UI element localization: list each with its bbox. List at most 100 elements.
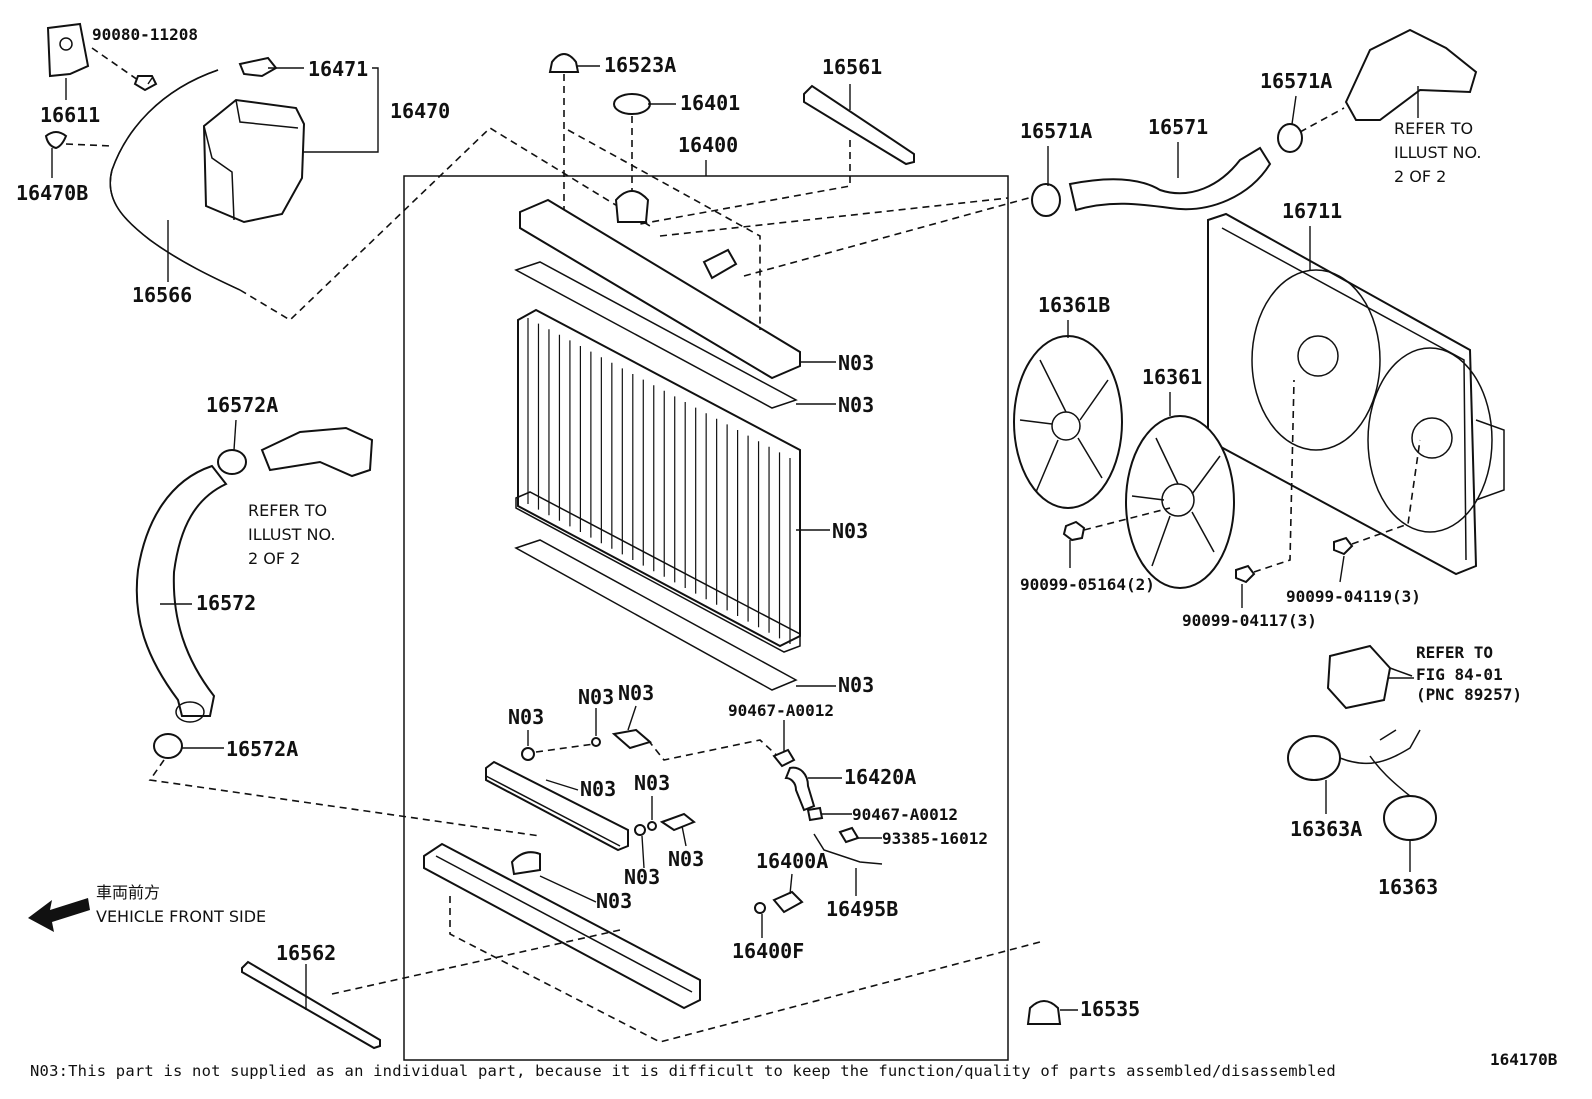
refer-note-fig: REFER TO FIG 84-01 (PNC 89257) [1416,643,1522,704]
label-90080-11208: 90080-11208 [92,25,198,44]
fan-16361-shape [1125,415,1235,589]
svg-text:REFER TO: REFER TO [1394,119,1473,138]
label-16572A-top: 16572A [206,393,278,417]
clip-16470B-shape [44,131,68,150]
label-16562: 16562 [276,941,336,965]
label-16611: 16611 [40,103,100,127]
label-16400: 16400 [678,133,738,157]
clip-90467-A0012-mid-shape [806,806,824,822]
motor-16363A-group [1287,729,1421,781]
core-fins [527,318,791,644]
refer-note-upper-right: REFER TO ILLUST NO. 2 OF 2 [1394,119,1481,186]
cushion-16535-shape [1026,1000,1062,1025]
label-n03-o-ring-right-1: N03 [634,771,670,795]
lower-tank-shape [423,842,701,1010]
vehicle-front-arrow-icon [28,898,90,932]
reservoir-tank-shape [202,98,306,224]
label-16566: 16566 [132,283,192,307]
drain-fitting-shape [611,728,653,750]
fan-16361-group [1125,415,1235,589]
clamp-16572A-top-shape [217,449,247,475]
label-90099-04119: 90099-04119(3) [1286,587,1421,606]
label-90467-A0012-mid: 90467-A0012 [852,805,958,824]
cap-16471-shape [238,56,278,78]
label-16561: 16561 [822,55,882,79]
hose-16572-shape [135,464,228,717]
seal-16561-shape [803,84,915,166]
bracket-hole [59,37,73,51]
svg-text:2 OF 2: 2 OF 2 [1394,167,1446,186]
o-ring-left [521,747,535,761]
resistor-shape [1326,644,1392,710]
fan-16361B-group [1013,335,1123,509]
label-16470: 16470 [390,99,450,123]
label-16571A-left: 16571A [1020,119,1092,143]
vehicle-front-en: VEHICLE FRONT SIDE [96,907,266,926]
pipe-16495B-shape [813,833,883,865]
label-n03-lower-gasket: N03 [838,673,874,697]
reservoir-tank-group [44,22,651,322]
label-16361: 16361 [1142,365,1202,389]
label-16495B: 16495B [826,897,898,921]
lower-outlet-shape [510,851,541,876]
label-90099-05164: 90099-05164(2) [1020,575,1155,594]
label-n03-fitting-right: N03 [668,847,704,871]
label-16572A-bottom: 16572A [226,737,298,761]
clamp-16572A-bottom-shape [153,733,183,759]
motor-16363A-shape [1287,735,1341,781]
hose-16420A-shape [784,766,816,812]
footnote: N03:This part is not supplied as an indi… [30,1062,1336,1080]
leader-lines [51,65,1419,1011]
motor-16363-shape [1383,795,1437,841]
lower-gasket-shape [514,539,798,691]
svg-text:ILLUST NO.: ILLUST NO. [1394,143,1481,162]
oil-cooler-shape [485,760,629,852]
label-n03-upper-tank: N03 [838,351,874,375]
label-16572: 16572 [196,591,256,615]
bolt-90099-04119-shape [1333,536,1354,556]
label-n03-lower-tank: N03 [596,889,632,913]
label-16571A-top: 16571A [1260,69,1332,93]
refer-note-left: REFER TO ILLUST NO. 2 OF 2 [248,501,335,568]
o-ring-right-1 [634,824,646,836]
label-16470B: 16470B [16,181,88,205]
clamp-16571A-top-shape [1277,123,1303,153]
label-16471: 16471 [308,57,368,81]
shroud-opening-left [1251,269,1381,451]
shroud-opening-right [1367,347,1493,533]
label-90099-04117: 90099-04117(3) [1182,611,1317,630]
fan-shroud-shape [1207,212,1478,576]
o-ring-16400F [754,902,766,914]
water-inlet-shape [260,426,374,478]
label-n03-core: N03 [832,519,868,543]
filler-neck-shape [614,190,650,223]
label-n03-o-ring-mid: N03 [578,685,614,709]
upper-gasket-shape [514,261,798,409]
upper-outlet-shape [702,248,738,280]
label-16363: 16363 [1378,875,1438,899]
svg-text:REFER TO: REFER TO [1416,643,1493,662]
water-outlet-shape [1344,28,1478,121]
o-ring-right-2 [647,821,657,831]
svg-text:(PNC 89257): (PNC 89257) [1416,685,1522,704]
svg-text:ILLUST NO.: ILLUST NO. [248,525,335,544]
vehicle-front-jp: 車両前方 [96,883,160,902]
label-16571: 16571 [1148,115,1208,139]
bolt-90099-04117-shape [1235,564,1256,584]
svg-text:FIG 84-01: FIG 84-01 [1416,665,1503,684]
drain-cock-16400A-shape [772,890,804,914]
label-90467-A0012-top: 90467-A0012 [728,701,834,720]
hose-16571-shape [1068,146,1272,212]
label-n03-oil-cooler: N03 [580,777,616,801]
fan-shroud-group [1207,212,1505,576]
figure-id: 164170B [1490,1050,1558,1069]
lower-radiator-group [331,728,1041,1043]
label-n03-upper-gasket: N03 [838,393,874,417]
label-16400A: 16400A [756,849,828,873]
seal-16562-shape [241,960,381,1050]
nut-90099-05164-shape [1062,520,1086,542]
label-16400F: 16400F [732,939,804,963]
label-16535: 16535 [1080,997,1140,1021]
lower-hose-group [135,426,541,837]
